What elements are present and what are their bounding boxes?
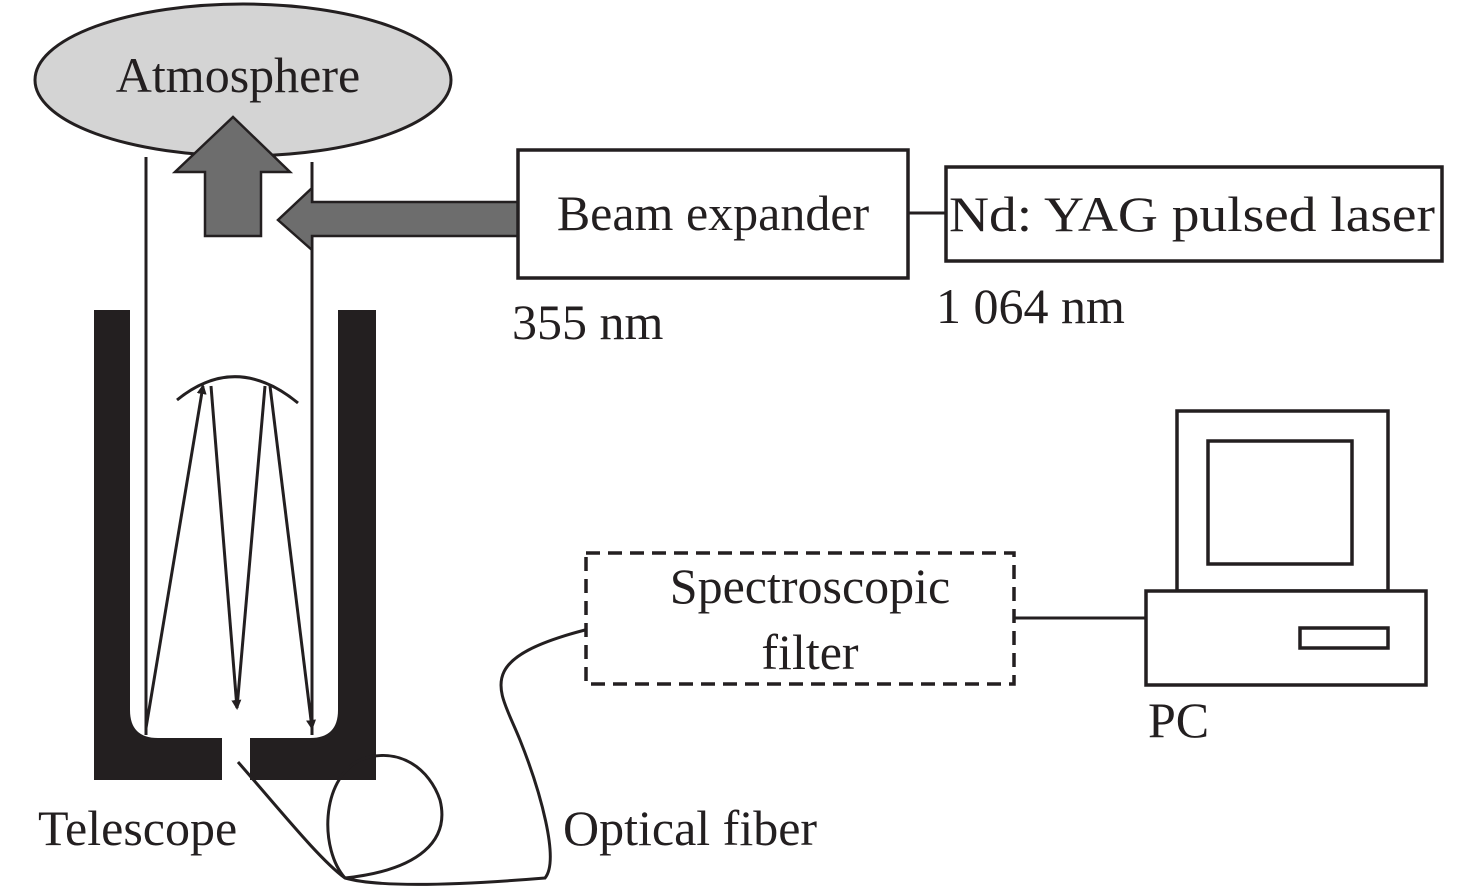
optical-fiber	[236, 628, 586, 886]
ray-2	[209, 385, 242, 710]
ray-4	[268, 385, 316, 730]
ray-3	[235, 385, 267, 709]
pc-label: PC	[1148, 692, 1209, 748]
atmosphere-node: Atmosphere	[33, 2, 453, 158]
ray-1	[144, 384, 207, 729]
telescope-wall-right	[250, 310, 376, 780]
optical-fiber-label: Optical fiber	[563, 800, 817, 856]
atmosphere-label: Atmosphere	[116, 47, 360, 103]
transmit-beam-arrow	[276, 185, 520, 253]
beam-expander-node: Beam expander 355 nm	[512, 148, 910, 350]
telescope-mirror	[176, 375, 299, 405]
pc-node: PC	[1144, 409, 1428, 748]
beam-expander-label: Beam expander	[557, 185, 870, 241]
beam-expander-wavelength: 355 nm	[512, 294, 664, 350]
optical-fiber-loop	[326, 754, 444, 880]
telescope-wall-left	[94, 310, 222, 780]
laser-label: Nd: YAG pulsed laser	[949, 186, 1435, 242]
laser-box	[944, 165, 1444, 263]
spectroscopic-filter-label-line2: filter	[761, 624, 859, 680]
telescope-label: Telescope	[38, 800, 237, 856]
spectroscopic-filter-node: Spectroscopic filter	[584, 551, 1016, 686]
up-beam-arrow	[171, 115, 294, 238]
laser-node: Nd: YAG pulsed laser 1 064 nm	[936, 165, 1444, 334]
spectroscopic-filter-label-line1: Spectroscopic	[670, 558, 950, 614]
laser-wavelength: 1 064 nm	[936, 278, 1125, 334]
pc-screen	[1206, 439, 1354, 566]
pc-drive-slot	[1298, 626, 1390, 650]
telescope-node: Telescope	[38, 310, 376, 856]
